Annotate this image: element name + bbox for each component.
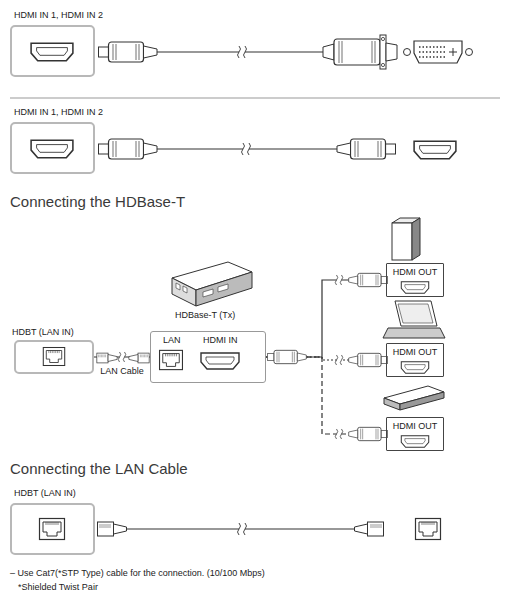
- port-box: HDMI IN 1, HDMI IN 2: [10, 122, 95, 174]
- transmitter-box: LAN HDMI IN: [150, 331, 266, 383]
- output-port: HDMI OUT: [386, 263, 444, 297]
- port-heading: HDMI IN 1, HDMI IN 2: [14, 107, 103, 118]
- section-heading: Connecting the LAN Cable: [10, 460, 188, 478]
- port-name: HDMI OUT: [393, 347, 438, 358]
- port-name: LAN: [163, 335, 181, 346]
- port-box: HDBT (LAN IN): [10, 503, 95, 555]
- section-heading: Connecting the HDBase-T: [10, 193, 185, 211]
- port-heading: HDBT (LAN IN): [14, 488, 76, 499]
- output-port: HDMI OUT: [386, 417, 444, 451]
- cable-label: LAN Cable: [99, 366, 145, 377]
- port-box: HDBT (LAN IN): [14, 340, 94, 374]
- cable: [266, 280, 386, 357]
- port-name: HDMI IN: [203, 335, 238, 346]
- port-name: HDMI OUT: [393, 421, 438, 432]
- port-box: HDMI IN 1, HDMI IN 2: [10, 25, 95, 77]
- device-label: HDBase-T (Tx): [175, 310, 235, 321]
- note: *Shielded Twist Pair: [18, 582, 98, 593]
- output-port: HDMI OUT: [386, 343, 444, 377]
- port-heading: HDBT (LAN IN): [12, 327, 74, 338]
- port-heading: HDMI IN 1, HDMI IN 2: [14, 10, 103, 21]
- cable: [266, 357, 386, 434]
- note: – Use Cat7(*STP Type) cable for the conn…: [10, 568, 265, 579]
- port-name: HDMI OUT: [393, 267, 438, 278]
